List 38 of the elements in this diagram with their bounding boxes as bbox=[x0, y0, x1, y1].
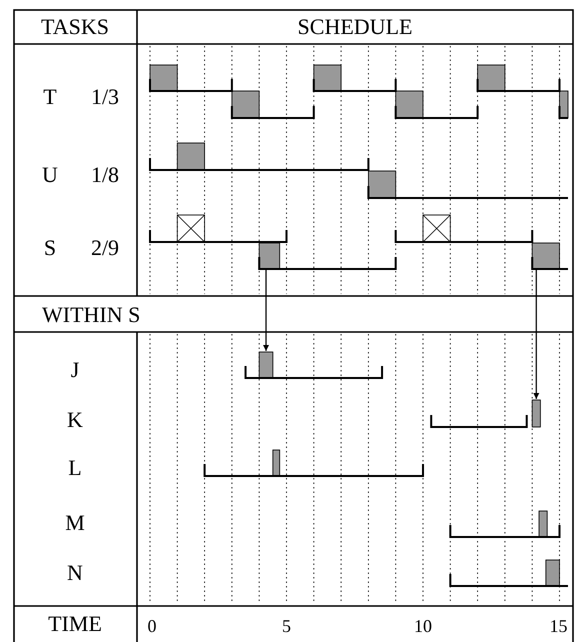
execution-bar bbox=[559, 90, 568, 118]
execution-bar bbox=[258, 352, 274, 378]
execution-bar bbox=[532, 400, 541, 428]
execution-bar bbox=[538, 510, 548, 538]
tick-label: 15 bbox=[550, 617, 568, 635]
execution-bar bbox=[368, 170, 396, 198]
execution-bar bbox=[232, 90, 260, 118]
row-label: K bbox=[67, 409, 83, 431]
execution-bar bbox=[150, 64, 178, 92]
section-header: WITHIN S bbox=[42, 304, 140, 326]
task-name: S bbox=[44, 237, 56, 259]
row-label: M bbox=[65, 512, 85, 534]
task-ratio: 2/9 bbox=[90, 237, 120, 259]
row-label: L bbox=[68, 457, 82, 479]
execution-bar bbox=[313, 64, 342, 92]
arrow bbox=[263, 270, 270, 351]
task-name: U bbox=[42, 164, 58, 186]
column-header: SCHEDULE bbox=[298, 16, 412, 38]
execution-bar bbox=[477, 64, 506, 92]
row-label: N bbox=[67, 562, 83, 584]
crossed-box bbox=[422, 214, 451, 242]
execution-bar bbox=[258, 242, 280, 270]
tick-label: 0 bbox=[148, 617, 156, 635]
execution-bar bbox=[176, 142, 205, 170]
task-name: T bbox=[43, 86, 57, 108]
task-ratio: 1/8 bbox=[90, 164, 120, 186]
execution-bar bbox=[395, 90, 424, 118]
execution-bar bbox=[545, 560, 560, 586]
tick-label: 5 bbox=[282, 617, 291, 635]
row-label: J bbox=[70, 359, 80, 381]
tick-label: 10 bbox=[414, 617, 432, 635]
task-ratio: 1/3 bbox=[90, 86, 120, 108]
arrow bbox=[533, 270, 540, 399]
execution-bar bbox=[532, 242, 560, 270]
axis-label: TIME bbox=[48, 613, 102, 635]
crossed-box bbox=[176, 214, 205, 242]
column-header: TASKS bbox=[41, 16, 109, 38]
execution-bar bbox=[272, 450, 280, 476]
